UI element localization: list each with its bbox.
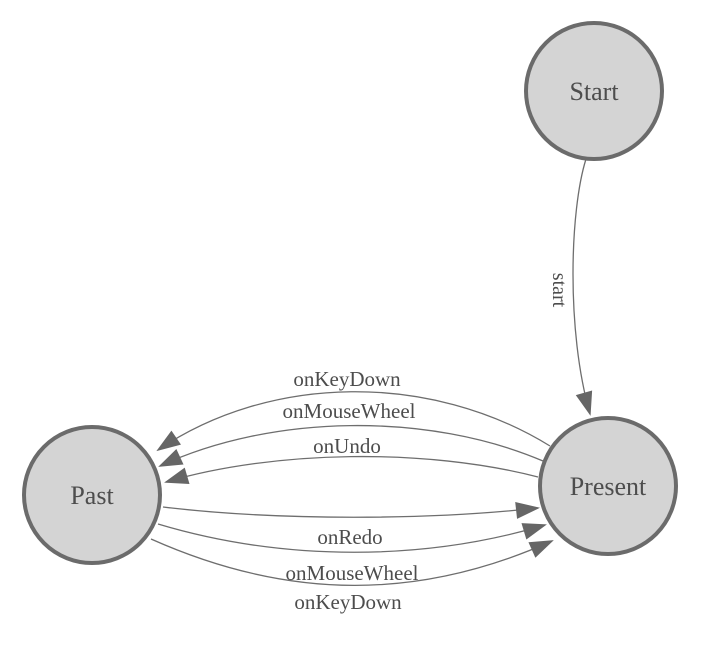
edge-label-onkeydown-bottom: onKeyDown	[294, 590, 402, 614]
node-present-label: Present	[570, 472, 647, 501]
node-start[interactable]: Start	[524, 21, 664, 161]
edge-label-onmousewheel-top: onMouseWheel	[283, 399, 416, 423]
edge-start-to-present	[572, 158, 593, 416]
edge-label-onmousewheel-bottom: onMouseWheel	[286, 561, 419, 585]
node-past-label: Past	[70, 481, 114, 510]
edge-label-onredo: onRedo	[317, 525, 382, 549]
edge-past-to-present-onkeydown	[150, 538, 554, 586]
edge-past-to-present-onmousewheel	[157, 523, 547, 553]
node-past[interactable]: Past	[22, 425, 162, 565]
edge-past-to-present-onredo	[162, 501, 540, 519]
edge-present-to-past-onkeydown	[156, 391, 551, 452]
edge-layer	[150, 158, 593, 586]
edge-label-start: start	[548, 273, 570, 308]
node-past-circle[interactable]	[22, 425, 162, 565]
node-start-label: Start	[569, 77, 619, 106]
edge-present-to-past-onmousewheel	[158, 424, 544, 467]
edge-present-to-past-onundo	[164, 455, 539, 484]
edge-label-layer: start onKeyDown onMouseWheel onUndo onRe…	[283, 273, 570, 614]
node-present[interactable]: Present	[538, 416, 678, 556]
edge-label-onkeydown-top: onKeyDown	[293, 367, 401, 391]
edge-label-onundo: onUndo	[313, 434, 381, 458]
node-present-circle[interactable]	[538, 416, 678, 556]
node-start-circle[interactable]	[524, 21, 664, 161]
